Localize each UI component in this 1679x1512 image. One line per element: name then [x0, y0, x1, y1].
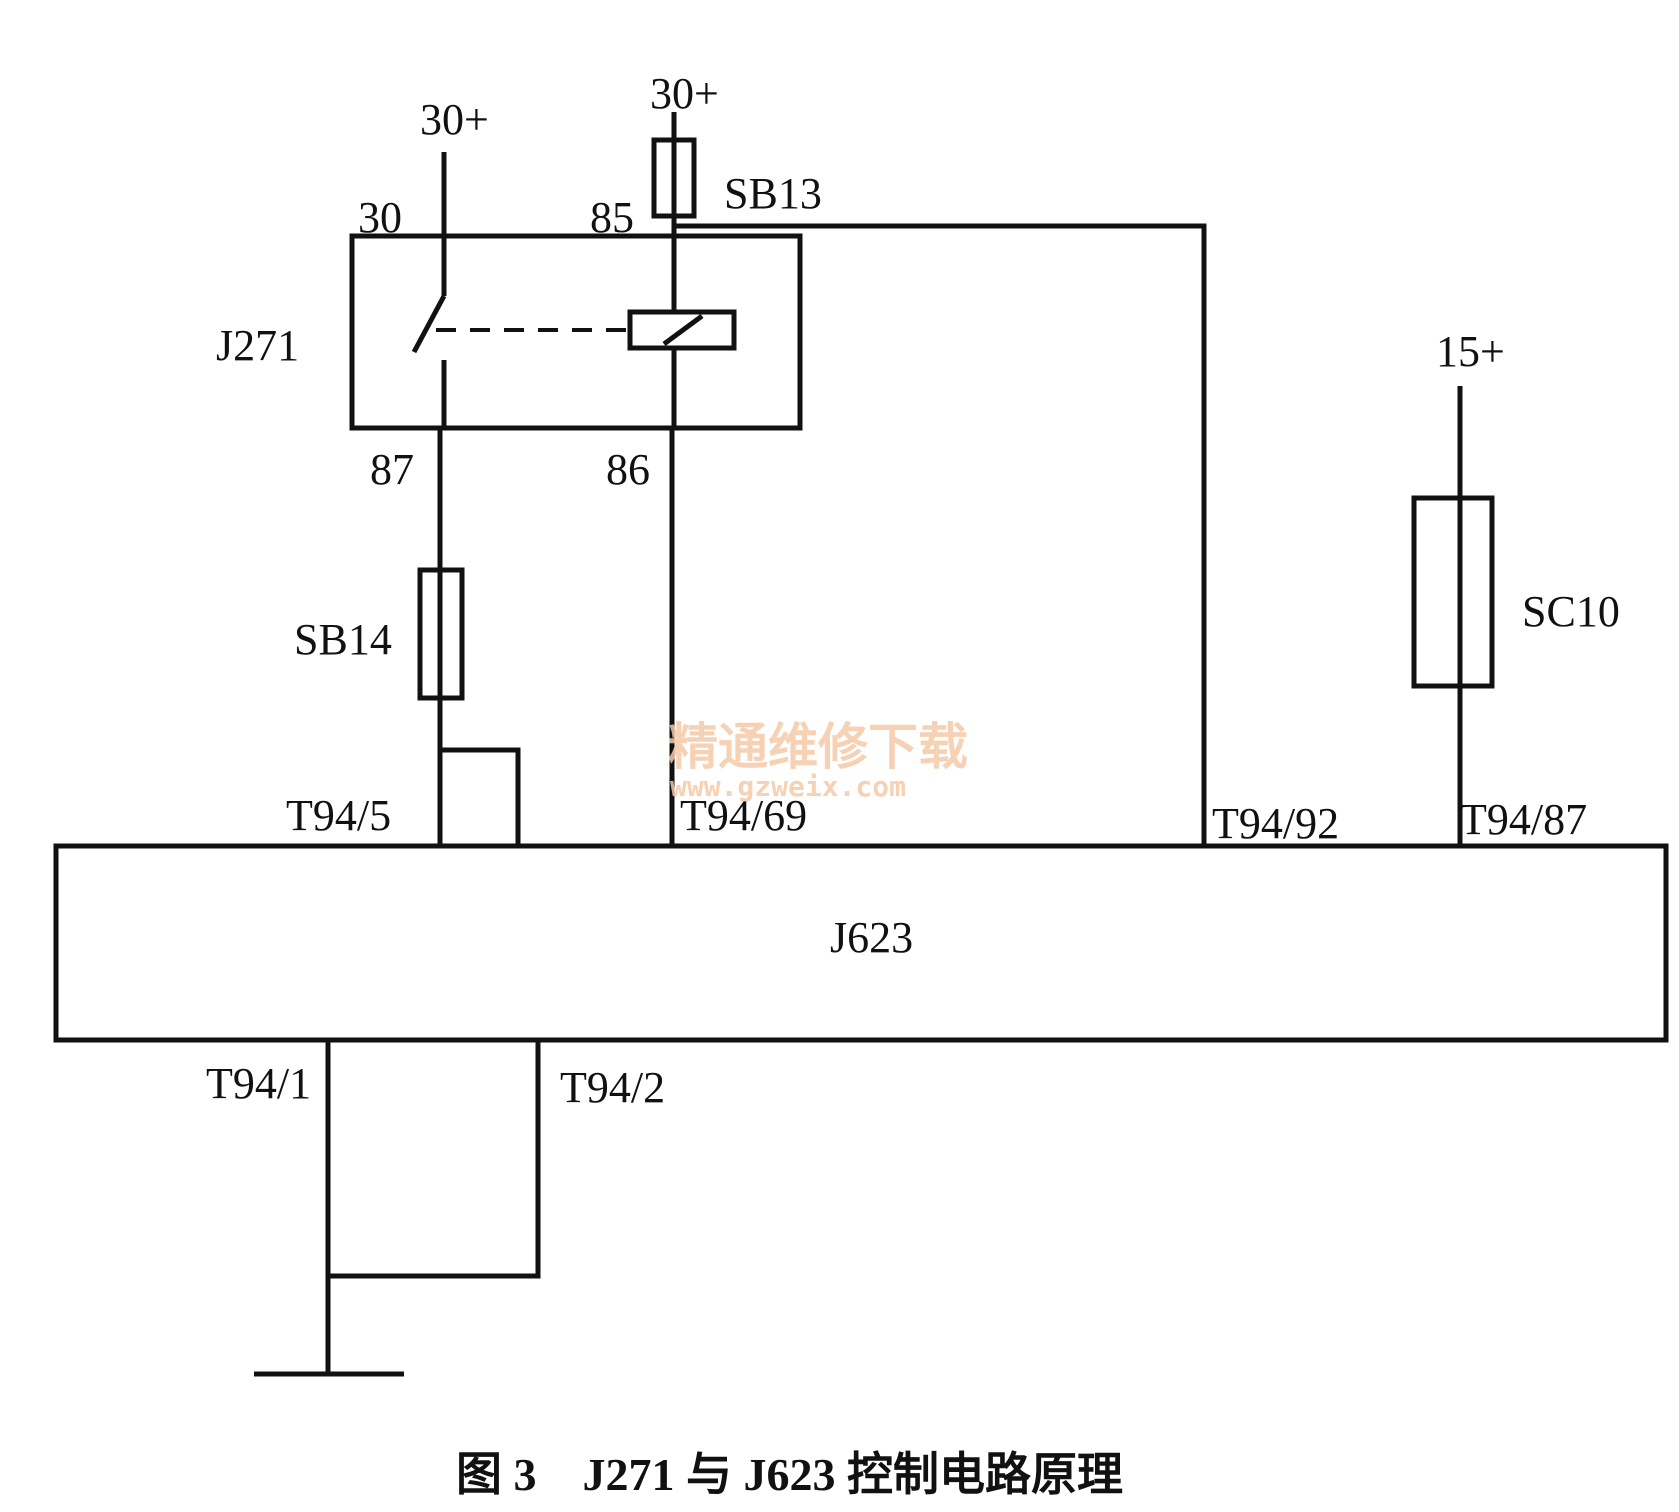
label-t94-1: T94/1	[206, 1059, 311, 1108]
wire-t94-5-loop	[440, 747, 521, 846]
watermark-cn: 精通维修下载	[668, 718, 968, 776]
label-t94-2: T94/2	[560, 1063, 665, 1112]
relay-switch-contact	[411, 294, 447, 354]
label-sc10: SC10	[1522, 587, 1620, 636]
label-pin-85: 85	[590, 193, 634, 242]
relay-coil-mark	[662, 313, 704, 347]
figure-caption: 图 3 J271 与 J623 控制电路原理	[456, 1449, 1123, 1500]
label-j623: J623	[830, 913, 913, 962]
watermark-url: www.gzweix.com	[670, 770, 906, 803]
label-sb14: SB14	[294, 615, 392, 664]
relay-j271-box	[349, 233, 803, 431]
label-pin-87: 87	[370, 445, 414, 494]
label-pin-30: 30	[358, 193, 402, 242]
label-t94-69: T94/69	[680, 791, 807, 840]
fuse-sc10	[1411, 495, 1495, 689]
wire-t94-92	[674, 223, 1207, 846]
label-sb13: SB13	[724, 169, 822, 218]
label-15-plus: 15+	[1436, 327, 1505, 376]
label-j271: J271	[216, 321, 299, 370]
label-pin-86: 86	[606, 445, 650, 494]
label-30-plus-left: 30+	[420, 95, 489, 144]
label-t94-5: T94/5	[286, 791, 391, 840]
label-30-plus-right: 30+	[650, 69, 719, 118]
label-t94-87: T94/87	[1460, 795, 1587, 844]
relay-coil	[627, 309, 737, 351]
ecu-j623-box	[53, 843, 1669, 1043]
label-t94-92: T94/92	[1212, 799, 1339, 848]
wire-t94-2	[326, 1040, 541, 1279]
